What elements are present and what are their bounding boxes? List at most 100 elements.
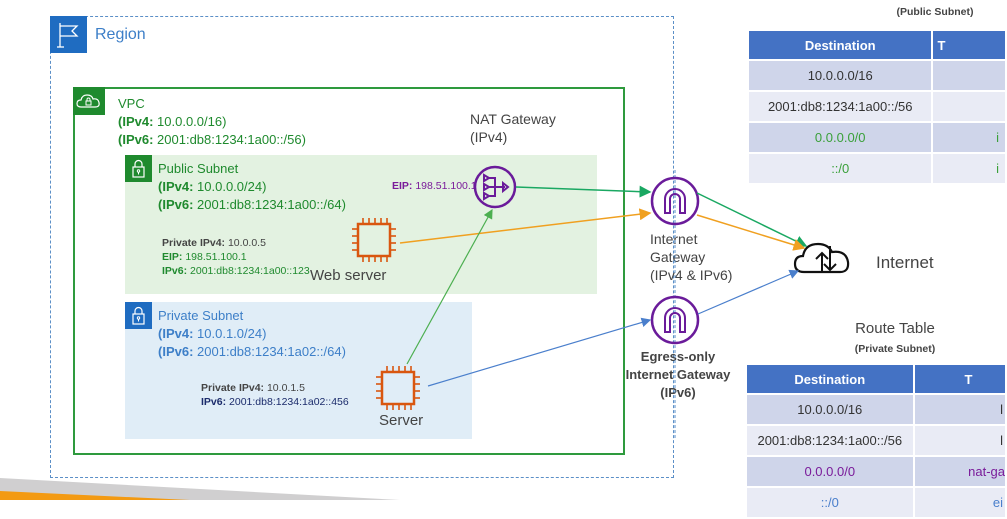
public-subnet-info: Public Subnet (IPv4: 10.0.0.0/24) (IPv6:…	[158, 160, 346, 214]
igw-label-line1: Internet	[650, 231, 698, 247]
region-boundary	[50, 16, 674, 478]
public-route-table: Destination T 10.0.0.0/16 2001:db8:1234:…	[747, 29, 1007, 185]
private-subnet-ipv6-value: 2001:db8:1234:1a02::/64)	[197, 344, 346, 359]
public-rt-dest: ::/0	[749, 154, 932, 183]
server-to-egress-arrow	[427, 317, 652, 387]
igw-to-internet-arrow-ipv4	[696, 192, 808, 247]
egress-to-internet-arrow	[697, 269, 800, 315]
private-rt-target: nat-ga	[914, 457, 1005, 486]
private-route-table-subtitle: (Private Subnet)	[854, 343, 936, 355]
table-row: 0.0.0.0/0 nat-ga	[747, 457, 1005, 486]
nat-gateway-label-line2: (IPv4)	[470, 129, 508, 145]
public-rt-target	[933, 61, 1005, 90]
egress-label-line1: Egress-only	[640, 349, 716, 364]
private-rt-dest: 2001:db8:1234:1a00::/56	[747, 426, 913, 455]
private-subnet-area	[125, 302, 472, 439]
igw-label-line2: Gateway	[650, 249, 706, 265]
public-rt-dest: 0.0.0.0/0	[749, 123, 932, 152]
vpc-info: VPC (IPv4: 10.0.0.0/16) (IPv6: 2001:db8:…	[118, 95, 306, 149]
public-subnet-ipv4-value: 10.0.0.0/24)	[197, 179, 267, 194]
web-server-private-ipv4-value: 10.0.0.5	[227, 237, 266, 249]
private-rt-target: l	[914, 426, 1005, 455]
web-server-details: Private IPv4: 10.0.0.5 EIP: 198.51.100.1…	[162, 236, 310, 278]
server-private-ipv4-key: Private IPv4:	[201, 382, 265, 394]
private-subnet-ipv6-key: (IPv6:	[158, 344, 194, 359]
vpc-ipv6-value: 2001:db8:1234:1a00::/56)	[157, 132, 306, 147]
web-server-eip-value: 198.51.100.1	[185, 251, 247, 263]
server-details: Private IPv4: 10.0.1.5 IPv6: 2001:db8:12…	[201, 381, 349, 409]
nat-eip-key: EIP:	[392, 180, 413, 192]
private-rt-dest: 0.0.0.0/0	[747, 457, 913, 486]
public-subnet-ipv4-key: (IPv4:	[158, 179, 194, 194]
private-rt-header-destination: Destination	[747, 365, 913, 393]
private-subnet-info: Private Subnet (IPv4: 10.0.1.0/24) (IPv6…	[158, 307, 346, 361]
nat-gateway-icon	[473, 165, 517, 209]
vpc-name: VPC	[118, 96, 145, 111]
nat-gateway-label-line1: NAT Gateway	[470, 111, 556, 127]
table-row: 10.0.0.0/16	[749, 61, 1005, 90]
private-rt-target: ei	[914, 488, 1005, 517]
web-server-ipv6-key: IPv6:	[162, 265, 188, 277]
vpc-ipv6-key: (IPv6:	[118, 132, 154, 147]
table-row: 10.0.0.0/16 l	[747, 395, 1005, 424]
server-to-nat-arrow	[406, 208, 493, 365]
cloud-lock-icon	[76, 94, 100, 108]
public-rt-header-target: T	[933, 31, 1005, 59]
private-subnet-badge	[125, 302, 152, 329]
private-route-table: Destination T 10.0.0.0/16 l 2001:db8:123…	[745, 363, 1007, 519]
server-ipv6-key: IPv6:	[201, 396, 227, 408]
nat-eip-value: 198.51.100.1	[415, 180, 477, 192]
igw-label-line3: (IPv4 & IPv6)	[650, 267, 733, 283]
egress-label-line2: Internet Gateway	[625, 367, 731, 382]
decorative-stripe-grey	[0, 478, 400, 500]
internet-gateway-icon	[650, 176, 700, 226]
igw-to-internet-arrow-ipv6	[696, 214, 806, 251]
private-rt-header-target: T	[914, 365, 1005, 393]
internet-cloud-icon	[793, 242, 850, 274]
public-rt-target	[933, 92, 1005, 121]
private-rt-target: l	[914, 395, 1005, 424]
private-subnet-ipv4-value: 10.0.1.0/24)	[197, 326, 267, 341]
private-subnet-name: Private Subnet	[158, 308, 244, 323]
web-server-label: Web server	[310, 267, 387, 284]
public-subnet-name: Public Subnet	[158, 161, 239, 176]
table-row: ::/0 ei	[747, 488, 1005, 517]
private-subnet-ipv4-key: (IPv4:	[158, 326, 194, 341]
decorative-stripe-orange	[0, 491, 190, 500]
lock-icon	[132, 306, 145, 325]
web-server-private-ipv4-key: Private IPv4:	[162, 237, 226, 249]
egress-gateway-label: Egress-only Internet Gateway (IPv6)	[608, 348, 748, 402]
egress-label-line3: (IPv6)	[660, 385, 696, 400]
nat-to-igw-arrow	[515, 185, 652, 198]
private-route-table-title: Route Table	[855, 320, 935, 337]
table-row: 2001:db8:1234:1a00::/56 l	[747, 426, 1005, 455]
internet-gateway-label: Internet Gateway (IPv4 & IPv6)	[650, 230, 732, 284]
vpc-ipv4-key: (IPv4:	[118, 114, 154, 129]
webserver-to-igw-arrow	[399, 208, 652, 244]
public-rt-dest: 10.0.0.0/16	[749, 61, 932, 90]
private-rt-dest: 10.0.0.0/16	[747, 395, 913, 424]
internet-label: Internet	[876, 253, 934, 272]
server-label: Server	[379, 412, 424, 429]
region-badge	[50, 16, 87, 53]
public-subnet-ipv6-value: 2001:db8:1234:1a00::/64)	[197, 197, 346, 212]
vpc-ipv4-value: 10.0.0.0/16)	[157, 114, 227, 129]
diagram-graphics	[0, 165, 850, 500]
public-rt-header-destination: Destination	[749, 31, 932, 59]
server-ipv6-value: 2001:db8:1234:1a02::456	[229, 396, 349, 408]
vpc-boundary	[73, 87, 625, 455]
public-rt-dest: 2001:db8:1234:1a00::/56	[749, 92, 932, 121]
nat-gateway-eip: EIP: 198.51.100.1	[392, 179, 477, 193]
private-rt-dest: ::/0	[747, 488, 913, 517]
lock-icon	[132, 159, 145, 178]
nat-gateway-label: NAT Gateway (IPv4)	[470, 110, 556, 146]
server-private-ipv4-value: 10.0.1.5	[266, 382, 305, 394]
public-rt-target: i	[933, 154, 1005, 183]
public-subnet-ipv6-key: (IPv6:	[158, 197, 194, 212]
egress-only-gateway-icon	[650, 295, 700, 345]
public-route-table-subtitle: (Public Subnet)	[896, 6, 974, 18]
table-row: 2001:db8:1234:1a00::/56	[749, 92, 1005, 121]
flag-icon	[57, 23, 79, 48]
web-server-ipv6-value: 2001:db8:1234:1a00::123	[190, 265, 310, 277]
vpc-badge	[73, 87, 105, 115]
